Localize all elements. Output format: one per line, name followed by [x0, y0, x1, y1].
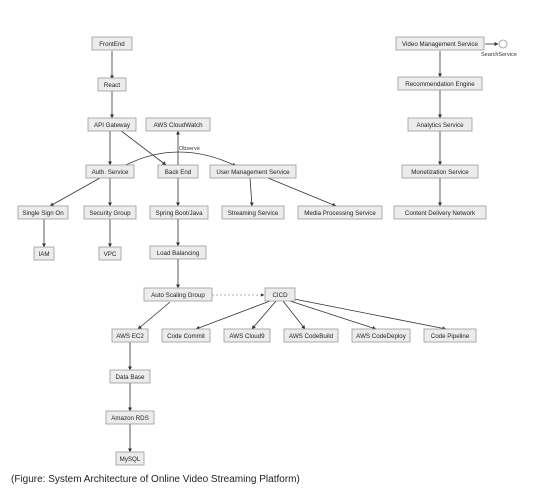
- node-recommendation-engine: Recommendation Engine: [397, 76, 483, 91]
- node-data-base-label: Data Base: [116, 374, 145, 381]
- node-api-gateway: API Gateway: [87, 117, 137, 132]
- edge-label-observe: Observe: [179, 146, 200, 152]
- node-load-balancing-label: Load Balancing: [157, 250, 200, 257]
- node-aws-cloudwatch: AWS CloudWatch: [145, 117, 211, 132]
- edge-user-streaming: [249, 177, 254, 207]
- node-code-commit-label: Code Commit: [167, 333, 205, 340]
- node-react-label: React: [104, 82, 120, 89]
- node-cicd: CICD: [264, 287, 296, 302]
- node-auto-scaling: Auto Scaling Group: [143, 287, 213, 302]
- node-code-commit: Code Commit: [161, 328, 211, 343]
- edge-cicd-codebuild: [282, 300, 306, 330]
- edge-apigateway-backend: [119, 129, 167, 166]
- node-aws-cloud9: AWS Cloud9: [223, 328, 271, 343]
- node-video-management-label: Video Management Service: [402, 41, 478, 48]
- node-content-delivery-label: Content Delivery Network: [405, 210, 476, 217]
- node-analytics-service: Analytics Service: [407, 117, 473, 132]
- node-auto-scaling-label: Auto Scaling Group: [151, 292, 205, 299]
- node-aws-cloudwatch-label: AWS CloudWatch: [153, 122, 203, 129]
- edge-cicd-codedeploy: [289, 300, 377, 330]
- edge-auth-user-management: [123, 151, 237, 167]
- node-user-management: User Management Service: [209, 164, 297, 179]
- node-security-group: Security Group: [83, 205, 137, 220]
- edge-cicd-codecommit: [195, 300, 271, 330]
- node-vpc-label: VPC: [104, 251, 117, 258]
- node-react: React: [97, 77, 127, 92]
- node-vpc: VPC: [98, 246, 122, 261]
- node-code-pipeline-label: Code Pipeline: [431, 333, 470, 340]
- node-aws-codebuild: AWS CodeBuild: [283, 328, 339, 343]
- node-recommendation-engine-label: Recommendation Engine: [405, 81, 475, 88]
- node-monetization-service: Monetization Service: [401, 164, 479, 179]
- edge-user-media: [267, 177, 337, 207]
- node-content-delivery: Content Delivery Network: [393, 205, 487, 220]
- edge-cicd-codepipeline: [293, 298, 447, 331]
- edge-autoscaling-ec2: [137, 301, 171, 330]
- node-aws-ec2: AWS EC2: [111, 328, 149, 343]
- node-frontend: FrontEnd: [91, 36, 133, 51]
- node-search-service-circle: [498, 39, 508, 49]
- node-data-base: Data Base: [109, 369, 151, 384]
- node-load-balancing: Load Balancing: [149, 245, 207, 260]
- node-streaming-service-label: Streaming Service: [228, 210, 279, 217]
- node-single-sign-on-label: Single Sign On: [22, 210, 64, 217]
- node-security-group-label: Security Group: [89, 210, 131, 217]
- node-aws-cloud9-label: AWS Cloud9: [229, 333, 265, 340]
- node-monetization-service-label: Monetization Service: [411, 169, 469, 176]
- node-iam-label: IAM: [38, 251, 49, 258]
- node-spring-boot-label: Spring Boot/Java: [155, 210, 203, 217]
- node-cicd-label: CICD: [272, 292, 288, 299]
- node-streaming-service: Streaming Service: [221, 205, 285, 220]
- figure-caption: (Figure: System Architecture of Online V…: [11, 474, 300, 485]
- node-back-end-label: Back End: [165, 169, 192, 176]
- node-amazon-rds-label: Amazon RDS: [111, 415, 148, 422]
- node-code-pipeline: Code Pipeline: [423, 328, 477, 343]
- node-auth-service-label: Auth. Service: [92, 169, 129, 176]
- node-video-management: Video Management Service: [395, 36, 485, 51]
- edge-auth-sso: [49, 177, 101, 207]
- node-back-end: Back End: [157, 164, 199, 179]
- node-mysql: MySQL: [115, 451, 145, 466]
- node-amazon-rds: Amazon RDS: [105, 410, 155, 425]
- node-media-processing-label: Media Processing Service: [304, 210, 376, 217]
- node-frontend-label: FrontEnd: [99, 41, 125, 48]
- node-auth-service: Auth. Service: [85, 164, 135, 179]
- node-api-gateway-label: API Gateway: [94, 122, 131, 129]
- node-mysql-label: MySQL: [120, 456, 141, 463]
- node-aws-ec2-label: AWS EC2: [116, 333, 144, 340]
- node-spring-boot: Spring Boot/Java: [149, 205, 209, 220]
- node-media-processing: Media Processing Service: [297, 205, 383, 220]
- node-aws-codebuild-label: AWS CodeBuild: [289, 333, 334, 340]
- node-user-management-label: User Management Service: [216, 169, 290, 176]
- node-analytics-service-label: Analytics Service: [416, 122, 464, 129]
- node-aws-codedeploy: AWS CodeDeploy: [351, 328, 411, 343]
- node-iam: IAM: [33, 246, 55, 261]
- node-search-service-label: SearchService: [481, 52, 517, 58]
- edge-cicd-cloud9: [251, 300, 277, 330]
- node-single-sign-on: Single Sign On: [17, 205, 69, 220]
- node-aws-codedeploy-label: AWS CodeDeploy: [356, 333, 407, 340]
